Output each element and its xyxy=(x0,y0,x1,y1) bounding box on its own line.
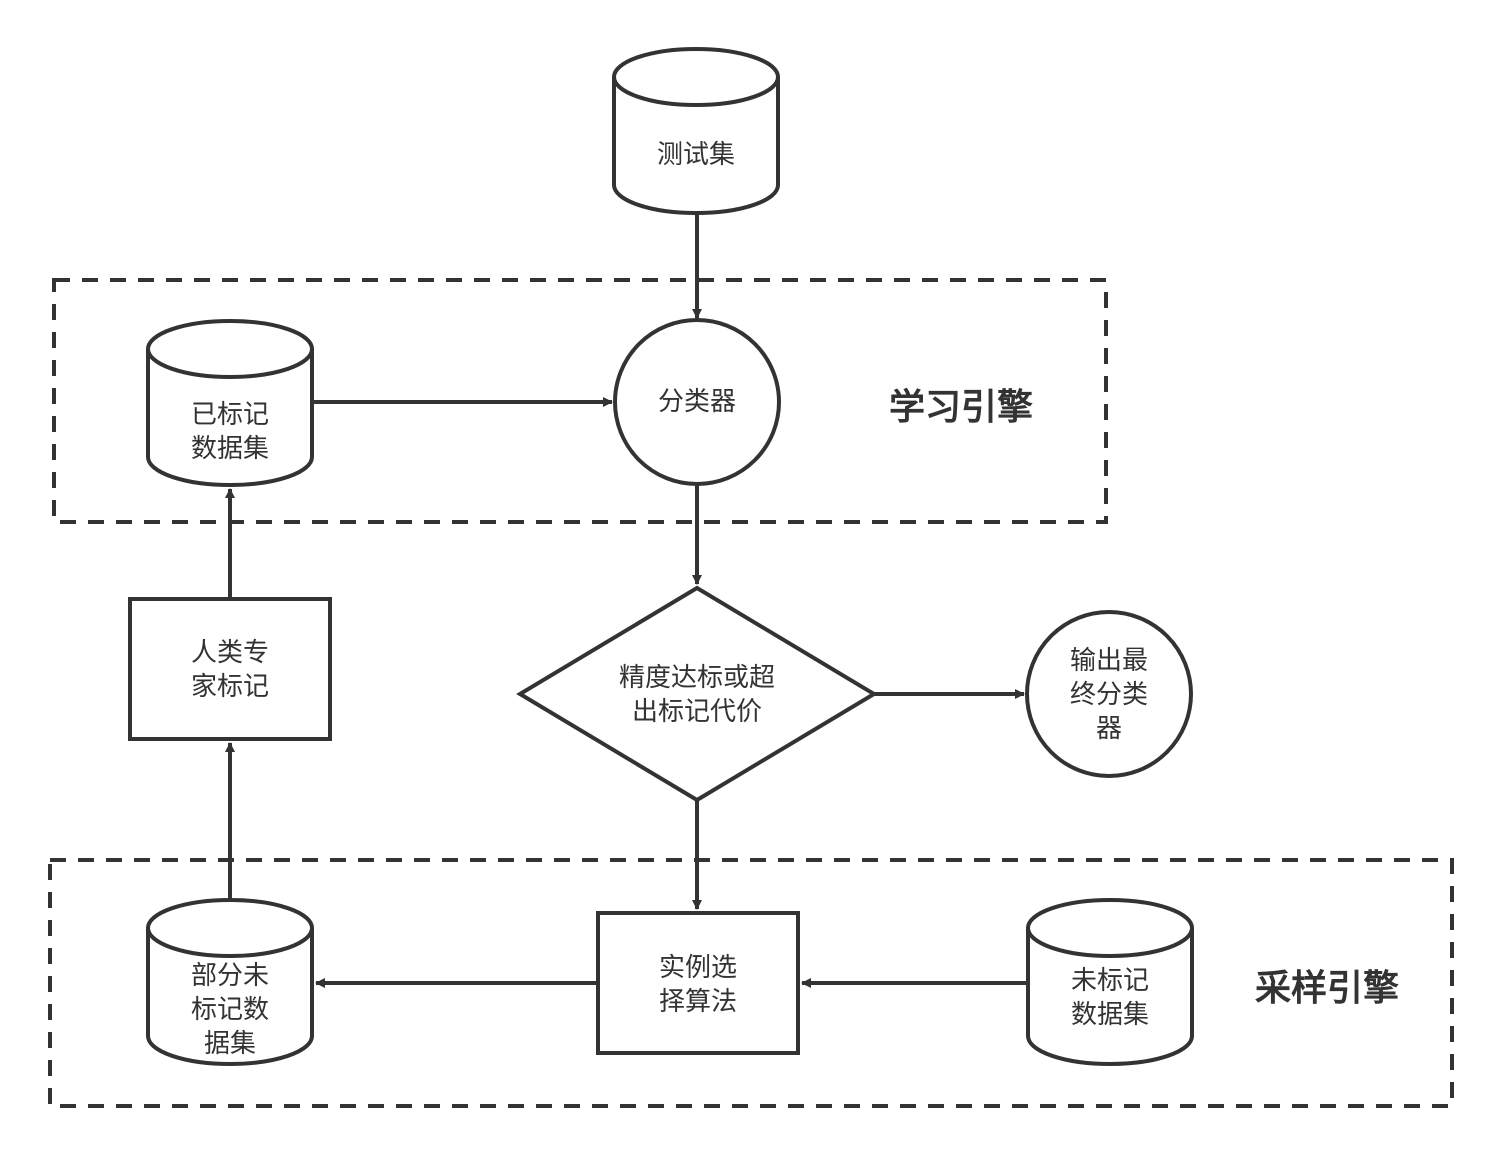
sampling-engine-label: 采样引擎 xyxy=(1255,968,1400,1009)
output-label: 输出最 终分类 器 xyxy=(1069,646,1148,744)
partial-unlabeled-label: 部分未 标记数 据集 xyxy=(190,961,269,1059)
output-circle xyxy=(1025,610,1193,778)
sampling-engine-group xyxy=(48,858,1454,1108)
unlabeled-label: 未标记 数据集 xyxy=(1070,966,1149,1030)
expert-rectangle xyxy=(128,597,332,741)
unlabeled-cylinder xyxy=(1026,898,1194,1066)
learning-engine-label: 学习引擎 xyxy=(889,387,1034,428)
partial-unlabeled-cylinder xyxy=(146,898,314,1066)
selection-label: 实例选 择算法 xyxy=(658,953,737,1017)
decision-label: 精度达标或超 出标记代价 xyxy=(618,663,775,727)
labeled-set-cylinder xyxy=(146,319,314,487)
labeled-set-label: 已标记 数据集 xyxy=(190,400,269,464)
expert-label: 人类专 家标记 xyxy=(190,638,269,702)
test-set-cylinder xyxy=(612,47,780,215)
test-set-label: 测试集 xyxy=(656,140,735,170)
classifier-label: 分类器 xyxy=(657,387,736,417)
learning-engine-group xyxy=(52,278,1108,524)
